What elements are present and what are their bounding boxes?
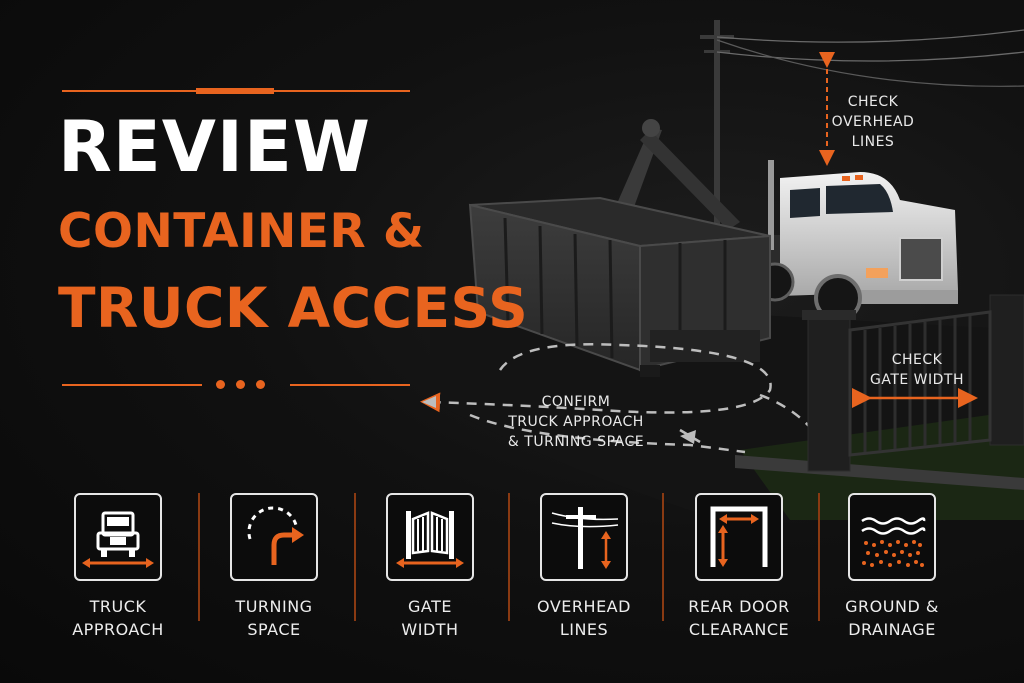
- label-line: SPACE: [247, 620, 301, 639]
- utility-pole: [700, 20, 1024, 260]
- label-line: TURNING: [235, 597, 313, 616]
- divider: [198, 493, 200, 621]
- bottom-rule-left: [62, 384, 202, 386]
- roll-off-truck: [740, 160, 958, 322]
- label-line: OVERHEAD: [537, 597, 631, 616]
- top-rule-accent: [196, 88, 274, 94]
- callout-line: CHECK: [891, 352, 943, 368]
- divider: [354, 493, 356, 621]
- checklist-item-turning-space: TURNING SPACE: [194, 490, 354, 641]
- checklist-label: OVERHEAD LINES: [504, 595, 664, 641]
- checklist-item-overhead-lines: OVERHEAD LINES: [504, 490, 664, 641]
- bottom-dot: [256, 380, 265, 389]
- checklist-label: REAR DOOR CLEARANCE: [659, 595, 819, 641]
- divider: [818, 493, 820, 621]
- rear-door-clearance-icon: [695, 493, 783, 581]
- callout-line: OVERHEAD: [831, 114, 915, 130]
- checklist-label: GATE WIDTH: [350, 595, 510, 641]
- turning-path: [420, 343, 822, 454]
- divider: [662, 493, 664, 621]
- gate: [802, 294, 1024, 472]
- bottom-dot: [236, 380, 245, 389]
- title-line-3: TRUCK ACCESS: [58, 276, 529, 340]
- checklist-item-ground-drainage: GROUND & DRAINAGE: [812, 490, 972, 641]
- title-line-2: CONTAINER &: [58, 204, 425, 259]
- label-line: WIDTH: [401, 620, 459, 639]
- checklist-label: TRUCK APPROACH: [38, 595, 198, 641]
- label-line: LINES: [559, 620, 609, 639]
- checklist-item-gate-width: GATE WIDTH: [350, 490, 510, 641]
- callout-line: & TURNING SPACE: [507, 434, 645, 450]
- bottom-dot: [216, 380, 225, 389]
- ground: [430, 310, 1024, 520]
- ground-drainage-icon: [848, 493, 936, 581]
- callout-line: TRUCK APPROACH: [508, 414, 644, 430]
- callout-line: CHECK: [847, 94, 899, 110]
- checklist-row: TRUCK APPROACH TURNING SPACE: [0, 490, 1024, 650]
- callout-line: LINES: [851, 134, 895, 150]
- callout-line: CONFIRM: [541, 394, 611, 410]
- bottom-rule-right: [290, 384, 410, 386]
- roll-off-container: [468, 196, 771, 377]
- divider: [508, 493, 510, 621]
- title-line-1: REVIEW: [58, 106, 371, 188]
- callout-truck-approach: CONFIRM TRUCK APPROACH & TURNING SPACE: [486, 392, 666, 452]
- label-line: TRUCK: [89, 597, 147, 616]
- turning-space-icon: [230, 493, 318, 581]
- label-line: GROUND &: [845, 597, 939, 616]
- overhead-lines-icon: [540, 493, 628, 581]
- callout-overhead-lines: CHECK OVERHEAD LINES: [818, 92, 928, 152]
- label-line: REAR DOOR: [688, 597, 790, 616]
- checklist-item-truck-approach: TRUCK APPROACH: [38, 490, 198, 641]
- label-line: CLEARANCE: [688, 620, 790, 639]
- label-line: APPROACH: [72, 620, 164, 639]
- callout-gate-width: CHECK GATE WIDTH: [858, 350, 976, 390]
- truck-approach-icon: [74, 493, 162, 581]
- checklist-label: GROUND & DRAINAGE: [812, 595, 972, 641]
- label-line: GATE: [408, 597, 452, 616]
- callout-line: GATE WIDTH: [869, 372, 965, 388]
- checklist-label: TURNING SPACE: [194, 595, 354, 641]
- gate-width-icon: [386, 493, 474, 581]
- hoist-arm: [612, 119, 740, 230]
- checklist-item-rear-door-clearance: REAR DOOR CLEARANCE: [659, 490, 819, 641]
- label-line: DRAINAGE: [848, 620, 936, 639]
